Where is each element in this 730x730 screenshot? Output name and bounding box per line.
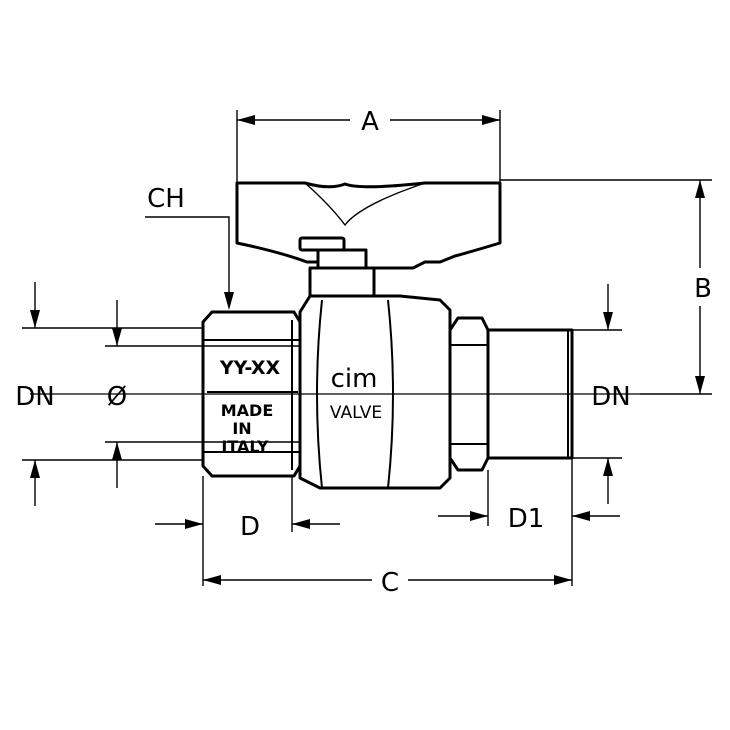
handle-inner-edge bbox=[304, 182, 426, 227]
c-arrow-right bbox=[554, 575, 572, 585]
d1-arrow-right bbox=[572, 511, 590, 521]
dimension-ch-label: CH bbox=[147, 184, 185, 214]
dn-left-arrow-bottom bbox=[30, 460, 40, 478]
dimension-dn-right-label: DN bbox=[591, 382, 630, 412]
dimension-bore-label: Ø bbox=[107, 382, 127, 412]
dimension-c-label: C bbox=[381, 568, 399, 598]
d-arrow-left bbox=[185, 519, 203, 529]
a-arrow-right bbox=[482, 115, 500, 125]
brand-logo: cim bbox=[331, 364, 378, 394]
dn-right-arrow-top bbox=[603, 312, 613, 330]
origin-marking-line1: MADE bbox=[221, 401, 274, 420]
ch-arrow bbox=[224, 292, 234, 310]
b-arrow-bottom bbox=[695, 376, 705, 394]
bore-arrow-bottom bbox=[112, 442, 122, 460]
handle-nut bbox=[298, 236, 346, 252]
ch-leader bbox=[145, 216, 230, 292]
dimension-d1-label: D1 bbox=[508, 504, 545, 534]
dn-left-arrow-top bbox=[30, 310, 40, 328]
d-arrow-right bbox=[292, 519, 310, 529]
bore-arrow-top bbox=[112, 328, 122, 346]
dimension-d-label: D bbox=[240, 512, 260, 542]
valve-stem bbox=[308, 266, 376, 298]
dimension-dn-left-label: DN bbox=[15, 382, 54, 412]
d1-arrow-left bbox=[470, 511, 488, 521]
origin-marking-line3: ITALY bbox=[221, 437, 269, 456]
a-arrow-left bbox=[237, 115, 255, 125]
dimension-a-label: A bbox=[361, 107, 379, 137]
dn-right-arrow-bottom bbox=[603, 458, 613, 476]
product-marking: VALVE bbox=[330, 403, 382, 423]
c-arrow-left bbox=[203, 575, 221, 585]
b-arrow-top bbox=[695, 180, 705, 198]
origin-marking-line2: IN bbox=[232, 419, 251, 438]
butterfly-handle bbox=[235, 181, 502, 270]
dimension-b-label: B bbox=[694, 274, 712, 304]
size-code-marking: YY-XX bbox=[219, 357, 281, 379]
stem-collar bbox=[316, 248, 368, 270]
